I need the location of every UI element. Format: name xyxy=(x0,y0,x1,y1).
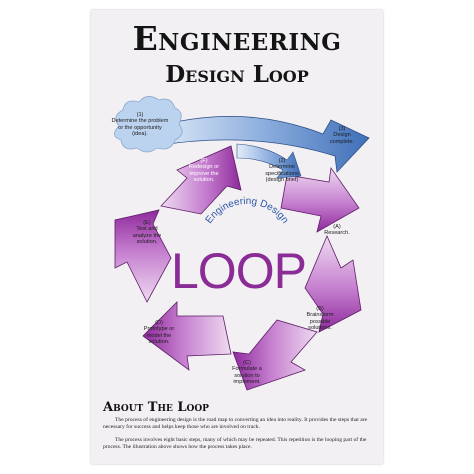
step-e-label: (E) Test and analyze the solution. xyxy=(127,220,167,245)
about-heading: About The Loop xyxy=(103,400,209,415)
step-c-id: (C) xyxy=(243,360,251,366)
step-e-text: Test and analyze the solution. xyxy=(132,226,162,245)
step-c-label: (C) Formulate a solution to implement. xyxy=(225,360,269,385)
arrow-e xyxy=(114,209,172,303)
step-2-id: (2) xyxy=(278,158,286,164)
step-d-label: (D) Prototype or model the solution. xyxy=(137,320,181,345)
arrow-blue-main xyxy=(150,115,370,173)
step-3-label: (3) Design complete. xyxy=(325,126,359,145)
step-a-id: (A) xyxy=(333,224,341,230)
arrow-c xyxy=(232,319,318,391)
idea-cloud xyxy=(114,96,183,153)
step-c-text: Formulate a solution to implement. xyxy=(232,366,262,385)
step-d-text: Prototype or model the solution. xyxy=(143,326,175,345)
step-3-text: Design complete. xyxy=(329,132,355,145)
poster: Engineering Design Loop xyxy=(91,10,383,464)
step-3-id: (3) xyxy=(338,126,346,132)
step-a-text: Research. xyxy=(324,230,350,237)
step-1-text: Determine the problem or the opportunity… xyxy=(111,118,169,137)
title-line-1: Engineering xyxy=(132,19,342,58)
arrow-b xyxy=(304,234,362,333)
arrow-f xyxy=(160,145,242,215)
arrow-a xyxy=(280,166,360,233)
step-1-label: (1) Determine the problem or the opportu… xyxy=(111,112,169,137)
step-1-id: (1) xyxy=(136,112,144,118)
arrow-d xyxy=(142,301,232,371)
step-f-text: Redesign or improve the solution. xyxy=(188,164,220,183)
center-loop-word: LOOP xyxy=(171,243,307,299)
step-b-text: Brainstorm possible solutions. xyxy=(306,312,334,331)
step-b-label: (B) Brainstorm possible solutions. xyxy=(299,306,341,331)
step-b-id: (B) xyxy=(316,306,324,312)
step-e-id: (E) xyxy=(143,220,151,226)
step-2-label: (2) Determine specifications (design bri… xyxy=(257,158,307,183)
center-arc-text: Engineering Design xyxy=(204,196,291,226)
step-f-id: (F) xyxy=(200,158,208,164)
about-paragraph-2: The process involves eight basic steps, … xyxy=(103,437,367,450)
about-paragraph-1: The process of engineering design is the… xyxy=(103,417,368,430)
step-f-label: (F) Redesign or improve the solution. xyxy=(183,158,225,183)
title-line-2: Design Loop xyxy=(165,61,309,88)
loop-diagram: Engineering Design xyxy=(114,96,370,391)
step-2-text: Determine specifications (design brief) xyxy=(265,164,299,183)
arrow-blue-inner xyxy=(236,143,302,179)
step-a-label: (A) Research. xyxy=(317,224,357,237)
step-d-id: (D) xyxy=(155,320,163,326)
